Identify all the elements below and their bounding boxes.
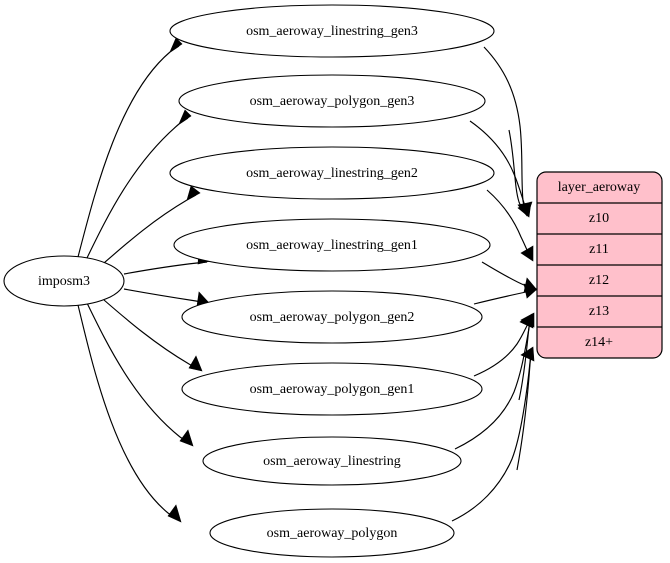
node-imposm3-shape[interactable]: [3, 255, 125, 307]
edge-imposm3-to-polygon-gen1: [103, 299, 203, 372]
layer-aeroway-row-z11[interactable]: z11: [589, 242, 609, 257]
node-osm-aeroway-linestring[interactable]: osm_aeroway_linestring: [202, 436, 462, 486]
edge-linestring-gen3-to-z10: [483, 46, 533, 217]
node-osm-aeroway-polygon-gen1[interactable]: osm_aeroway_polygon_gen1: [181, 362, 483, 416]
edge-imposm3-to-linestring-gen3: [77, 37, 183, 258]
layer-aeroway-row-z14plus[interactable]: z14+: [585, 335, 613, 350]
edge-polygon-to-z14: [451, 346, 535, 522]
node-imposm3[interactable]: imposm3: [3, 255, 125, 307]
node-osm-aeroway-polygon[interactable]: osm_aeroway_polygon: [209, 508, 455, 558]
edge-linestring-gen2-to-z11: [486, 189, 534, 262]
node-osm-aeroway-linestring-gen2-shape[interactable]: [169, 146, 495, 200]
node-osm-aeroway-linestring-gen1-label: osm_aeroway_linestring_gen1: [246, 238, 418, 253]
layer-aeroway-row-z12[interactable]: z12: [589, 273, 609, 288]
edge-imposm3-to-linestring: [86, 302, 194, 447]
edge-imposm3-to-linestring-gen2: [103, 185, 201, 264]
node-osm-aeroway-polygon-gen2-shape[interactable]: [181, 290, 483, 344]
edge-bundle-strand-bottom: [516, 353, 532, 471]
node-osm-aeroway-linestring-gen3-label: osm_aeroway_linestring_gen3: [246, 24, 418, 39]
node-osm-aeroway-polygon-label: osm_aeroway_polygon: [267, 526, 398, 541]
node-osm-aeroway-linestring-gen1-shape[interactable]: [173, 218, 491, 272]
edge-polygon-gen3-to-z10: [469, 120, 532, 218]
node-osm-aeroway-linestring-gen2-label: osm_aeroway_linestring_gen2: [246, 166, 418, 181]
edge-bundle-strand-upper: [508, 129, 524, 212]
node-osm-aeroway-polygon-gen2-label: osm_aeroway_polygon_gen2: [250, 310, 415, 325]
edge-imposm3-to-polygon-gen3: [85, 109, 192, 261]
edge-imposm3-to-polygon-gen2: [123, 288, 211, 307]
layer-aeroway-row-z13[interactable]: z13: [589, 304, 609, 319]
node-osm-aeroway-linestring-label: osm_aeroway_linestring: [263, 454, 401, 469]
edge-polygon-gen2-to-z12: [473, 283, 538, 305]
node-osm-aeroway-polygon-gen3[interactable]: osm_aeroway_polygon_gen3: [178, 74, 486, 128]
node-osm-aeroway-linestring-gen2[interactable]: osm_aeroway_linestring_gen2: [169, 146, 495, 200]
node-osm-aeroway-linestring-gen1[interactable]: osm_aeroway_linestring_gen1: [173, 218, 491, 272]
node-layer-aeroway-table[interactable]: layer_aeroway z10 z11 z12 z13 z14+: [536, 171, 663, 359]
edge-imposm3-to-polygon: [77, 304, 182, 523]
layer-aeroway-row-z10[interactable]: z10: [589, 211, 609, 226]
node-osm-aeroway-polygon-gen3-label: osm_aeroway_polygon_gen3: [250, 94, 415, 109]
layer-aeroway-header-label: layer_aeroway: [558, 180, 640, 195]
node-osm-aeroway-polygon-gen1-label: osm_aeroway_polygon_gen1: [250, 382, 415, 397]
node-osm-aeroway-linestring-gen3[interactable]: osm_aeroway_linestring_gen3: [169, 4, 495, 58]
edges-tables-to-layer: [451, 46, 538, 522]
edge-bundle-strand-lower: [518, 319, 531, 401]
node-osm-aeroway-polygon-gen2[interactable]: osm_aeroway_polygon_gen2: [181, 290, 483, 344]
node-osm-aeroway-linestring-gen3-shape[interactable]: [169, 4, 495, 58]
node-imposm3-label: imposm3: [38, 274, 90, 289]
node-osm-aeroway-polygon-gen3-shape[interactable]: [178, 74, 486, 128]
node-osm-aeroway-polygon-shape[interactable]: [209, 508, 455, 558]
node-osm-aeroway-polygon-gen1-shape[interactable]: [181, 362, 483, 416]
node-osm-aeroway-linestring-shape[interactable]: [202, 436, 462, 486]
